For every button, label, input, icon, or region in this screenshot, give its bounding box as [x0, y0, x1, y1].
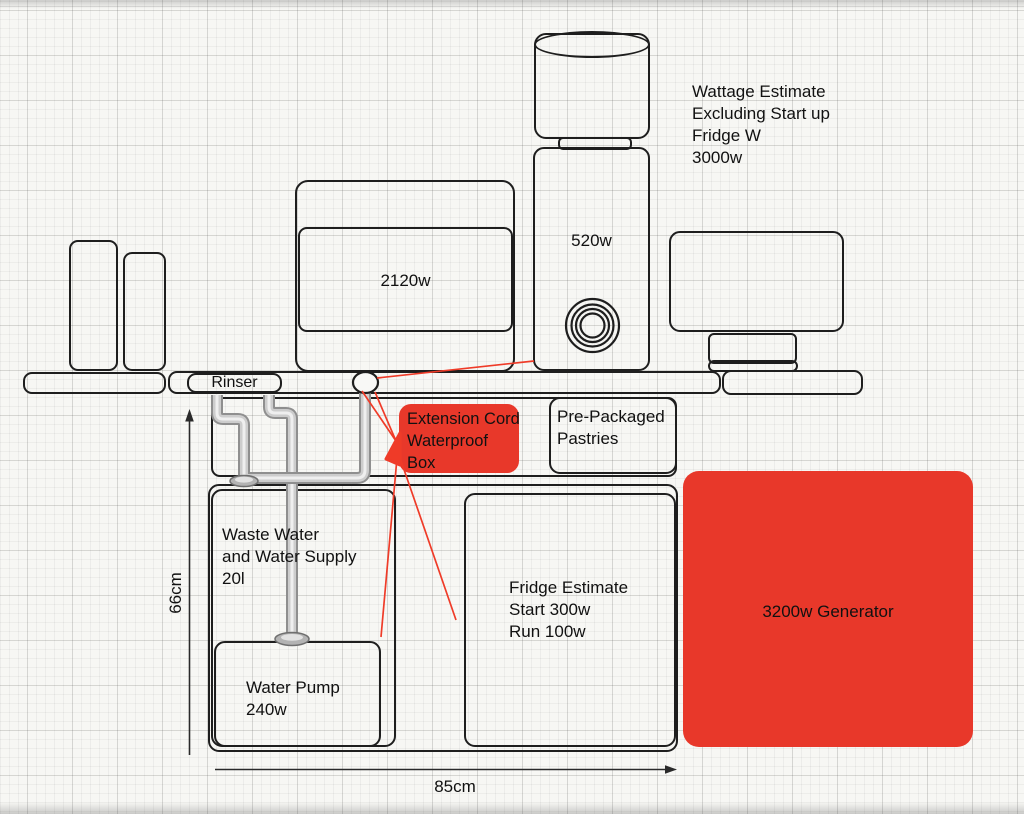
height-dimension-label: 66cm — [166, 572, 185, 614]
rinser-label: Rinser — [211, 374, 258, 391]
monitor-screen — [669, 231, 844, 332]
water-pump-label: Water Pump 240w — [246, 677, 340, 721]
cup-stack-tall — [69, 240, 118, 371]
grinder-hopper-rim — [534, 31, 650, 58]
cup-stack-short — [123, 252, 166, 371]
note-line: 3000w — [692, 148, 743, 167]
width-dimension-arrow — [215, 765, 677, 774]
label-line: 240w — [246, 700, 287, 719]
pastries-box — [549, 397, 677, 474]
label-line: Pastries — [557, 429, 619, 448]
espresso-machine-panel — [298, 227, 513, 332]
rinser-box — [187, 373, 282, 393]
counter-segment-left — [23, 372, 166, 394]
label-line: 20l — [222, 569, 245, 588]
fridge-box — [464, 493, 676, 747]
paper-edge-bottom — [0, 802, 1024, 814]
label-line: Pre-Packaged — [557, 407, 665, 426]
label-line: Fridge Estimate — [509, 578, 629, 597]
label-line: Box — [407, 454, 436, 472]
waste-water-label: Waste Water and Water Supply 20l — [222, 524, 357, 590]
grinder-body — [533, 147, 650, 371]
counter-segment-right — [722, 370, 863, 395]
paper-edge-top — [0, 0, 1024, 9]
note-line: Excluding Start up — [692, 104, 830, 123]
label-line: Extension Cord — [407, 410, 520, 428]
grinder-neck — [558, 137, 632, 150]
label-line: Water Pump — [246, 678, 340, 697]
label-line: and Water Supply — [222, 547, 357, 566]
monitor-stand — [708, 333, 797, 364]
grinder-watts-label: 520w — [571, 231, 612, 250]
monitor-base — [708, 360, 798, 372]
label-line: Run 100w — [509, 622, 586, 641]
espresso-watts-label: 2120w — [380, 271, 431, 290]
note-line: Wattage Estimate — [692, 82, 826, 101]
generator-box — [683, 471, 973, 747]
fridge-label: Fridge Estimate Start 300w Run 100w — [509, 577, 628, 643]
label-line: Waste Water — [222, 525, 319, 544]
extension-cord-label: Extension Cord Waterproof Box — [407, 408, 520, 474]
wattage-note: Wattage Estimate Excluding Start up Frid… — [692, 81, 830, 169]
label-line: Waterproof — [407, 432, 489, 450]
width-dimension-label: 85cm — [434, 777, 476, 796]
note-line: Fridge W — [692, 126, 761, 145]
label-line: Start 300w — [509, 600, 591, 619]
pastries-label: Pre-Packaged Pastries — [557, 406, 665, 450]
generator-label: 3200w Generator — [762, 602, 894, 621]
